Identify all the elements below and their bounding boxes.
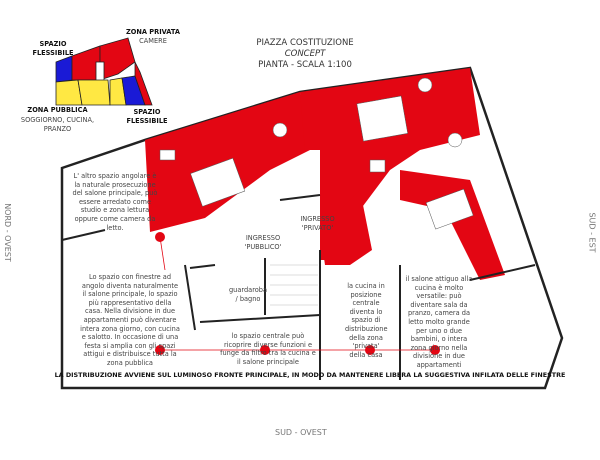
header-scale: PIANTA - SCALA 1:100 (258, 60, 352, 70)
note-cucina: la cucina in posizione centrale diventa … (345, 282, 388, 359)
header-location: PIAZZA COSTITUZIONE (256, 38, 354, 48)
interior-walls (61, 194, 536, 380)
orientation-left: NORD - OVEST (2, 203, 12, 262)
footer-caption: LA DISTRIBUZIONE AVVIENE SUL LUMINOSO FR… (54, 371, 566, 379)
annotation-markers (155, 232, 440, 355)
label-guardaroba: guardaroba / bagno (228, 286, 268, 303)
zoning-key-diagram (55, 37, 153, 106)
note-angolare: L' altro spazio angolare è la naturale p… (72, 172, 158, 232)
orientation-right: SUD - EST (587, 212, 597, 253)
orientation-bottom: SUD - OVEST (275, 428, 327, 437)
legend-flexible-bottom: SPAZIO FLESSIBILE (126, 108, 168, 125)
legend-flexible-top: SPAZIO FLESSIBILE (32, 40, 74, 57)
note-centrale: lo spazio centrale può ricoprire diverse… (220, 332, 316, 366)
note-salone: Lo spazio con finestre ad angolo diventa… (80, 273, 180, 367)
legend-private: ZONA PRIVATA (125, 28, 180, 36)
label-ingresso-pubblico: INGRESSO 'PUBBLICO' (244, 234, 282, 251)
note-salone-attiguo: il salone attiguo alla cucina è molto ve… (405, 275, 473, 369)
staircase (270, 264, 318, 306)
legend-private-sub: CAMERE (139, 37, 167, 45)
label-ingresso-privato: INGRESSO 'PRIVATO' (300, 215, 335, 232)
sheet-header: PIAZZA COSTITUZIONE CONCEPT PIANTA - SCA… (240, 38, 370, 71)
header-concept: CONCEPT (284, 49, 326, 59)
furniture (159, 77, 474, 230)
legend-public: ZONA PUBBLICA (27, 106, 88, 114)
legend-public-sub: SOGGIORNO, CUCINA, PRANZO (20, 116, 95, 133)
